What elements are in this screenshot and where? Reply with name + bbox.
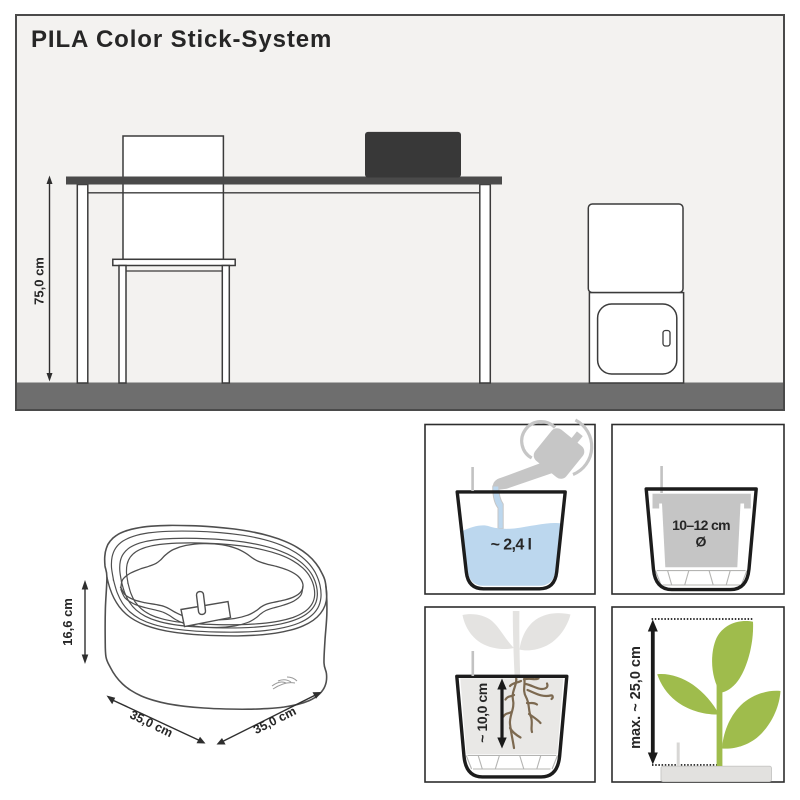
svg-text:PILA Color Stick-System: PILA Color Stick-System xyxy=(31,26,332,53)
svg-text:~ 2,4 l: ~ 2,4 l xyxy=(491,537,532,554)
svg-text:35,0 cm: 35,0 cm xyxy=(128,708,175,741)
svg-text:10–12 cm: 10–12 cm xyxy=(672,517,730,533)
svg-text:Ø: Ø xyxy=(696,534,707,550)
svg-text:max. ~ 25,0 cm: max. ~ 25,0 cm xyxy=(628,646,644,749)
svg-text:16,6 cm: 16,6 cm xyxy=(60,598,75,646)
svg-text:~ 10,0 cm: ~ 10,0 cm xyxy=(474,683,490,742)
svg-text:75,0 cm: 75,0 cm xyxy=(32,257,47,305)
